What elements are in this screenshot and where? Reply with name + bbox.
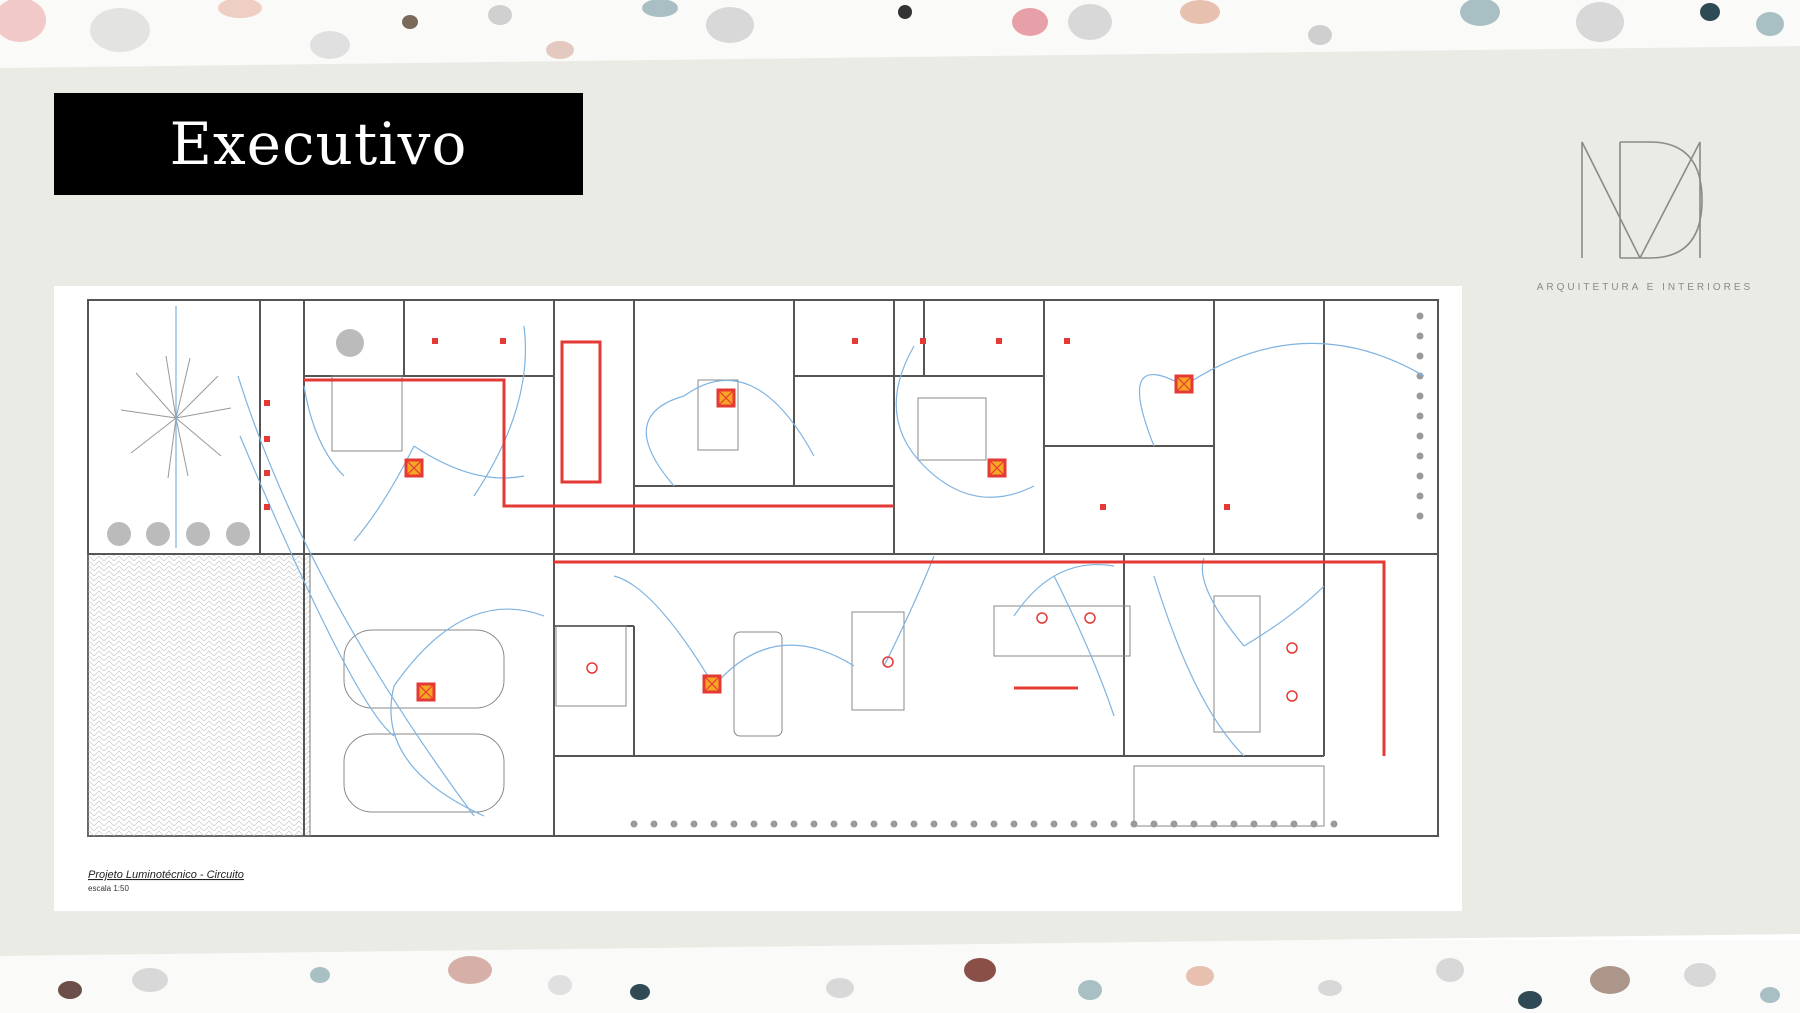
- furniture-outlines: [331, 375, 1325, 827]
- plan-scale: escala 1:50: [88, 884, 129, 893]
- luminaire-icon: [987, 458, 1007, 478]
- luminaire-icon: [702, 674, 722, 694]
- outlets: [264, 338, 1230, 510]
- title-banner: Executivo: [54, 93, 583, 195]
- luminaire-icon: [716, 388, 736, 408]
- pendant-lights: [586, 612, 1298, 702]
- car-2-outline: [343, 733, 505, 813]
- luminaire-icon: [404, 458, 424, 478]
- driveway-paving: [87, 553, 311, 837]
- shrubs-row: [107, 329, 364, 546]
- plan-caption: Projeto Luminotécnico - Circuito: [88, 869, 244, 881]
- bed-outline: [331, 375, 403, 452]
- brand-tagline: ARQUITETURA E INTERIORES: [1536, 282, 1754, 293]
- dining-table-outline: [851, 611, 905, 711]
- dining-table-2-outline: [1213, 595, 1261, 733]
- kitchen-island-outline: [993, 605, 1131, 657]
- luminaire-icon: [1174, 374, 1194, 394]
- luminaire-icon: [416, 682, 436, 702]
- md-monogram-icon: [1581, 141, 1703, 259]
- slide-title: Executivo: [169, 110, 468, 178]
- perimeter-lights: [630, 312, 1424, 828]
- terrazzo-pattern-top: [0, 0, 1784, 59]
- circuit-runs-red: [304, 340, 1386, 756]
- circuit-wiring-blue: [175, 306, 1425, 817]
- floor-plan-sheet: Projeto Luminotécnico - Circuito escala …: [54, 286, 1462, 911]
- sofa-outline: [733, 631, 783, 737]
- car-1-outline: [343, 629, 505, 709]
- luminaire-fixtures: [404, 374, 1194, 702]
- terrazzo-pattern-bottom: [58, 956, 1780, 1009]
- palm-plant-icon: [120, 355, 232, 479]
- floor-plan-drawing: Projeto Luminotécnico - Circuito escala …: [87, 299, 1439, 893]
